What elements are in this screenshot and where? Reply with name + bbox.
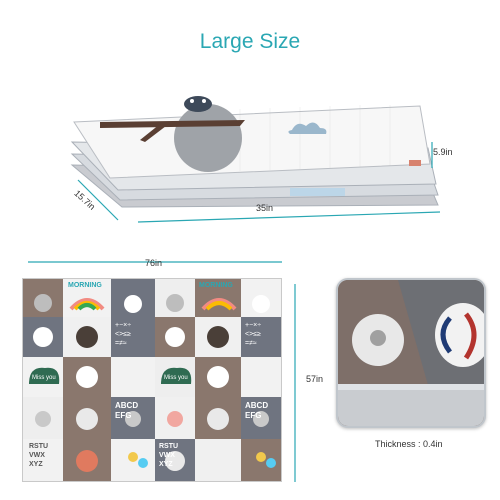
side-accent-orange: [409, 160, 421, 166]
thickness-label: Thickness : 0.4in: [375, 439, 443, 449]
open-mat-tiles: [23, 279, 281, 481]
cloud-shape: [288, 122, 327, 134]
height-label: 5.9in: [433, 147, 453, 157]
open-width-label: 76in: [145, 258, 163, 268]
width-label: 35in: [256, 203, 274, 213]
open-mat-dimensions: [28, 261, 296, 482]
branch-shape: [100, 120, 245, 128]
open-height-label: 57in: [306, 374, 324, 384]
side-accent-blue: [290, 188, 345, 196]
morning-label-2: MORNING: [199, 282, 233, 289]
miss-you-label-2: Miss you: [164, 375, 188, 381]
math-label-1: +−×÷ <>≤≥ =≠≈: [115, 322, 132, 347]
thickness-zoom-artwork: [338, 280, 484, 426]
morning-label-1: MORNING: [68, 282, 102, 289]
rstu-label-2: RSTU VWX XYZ: [159, 443, 179, 468]
moon-shape: [174, 104, 242, 172]
bird-shape: [184, 96, 212, 112]
width-dimension-line: [137, 211, 441, 223]
abc-label-2: ABCD EFG: [245, 401, 269, 420]
depth-dimension-line: [77, 179, 119, 221]
abc-label-1: ABCD EFG: [115, 401, 139, 420]
open-mat: MORNING MORNING +−×÷ <>≤≥ =≠≈ +−×÷ <>≤≥ …: [22, 278, 282, 482]
miss-you-label-1: Miss you: [32, 375, 56, 381]
page-title: Large Size: [199, 30, 301, 53]
folded-mat-illustration: [70, 96, 441, 223]
rstu-label-1: RSTU VWX XYZ: [29, 443, 49, 468]
math-label-2: +−×÷ <>≤≥ =≠≈: [245, 322, 262, 347]
thickness-zoom: [336, 278, 486, 428]
